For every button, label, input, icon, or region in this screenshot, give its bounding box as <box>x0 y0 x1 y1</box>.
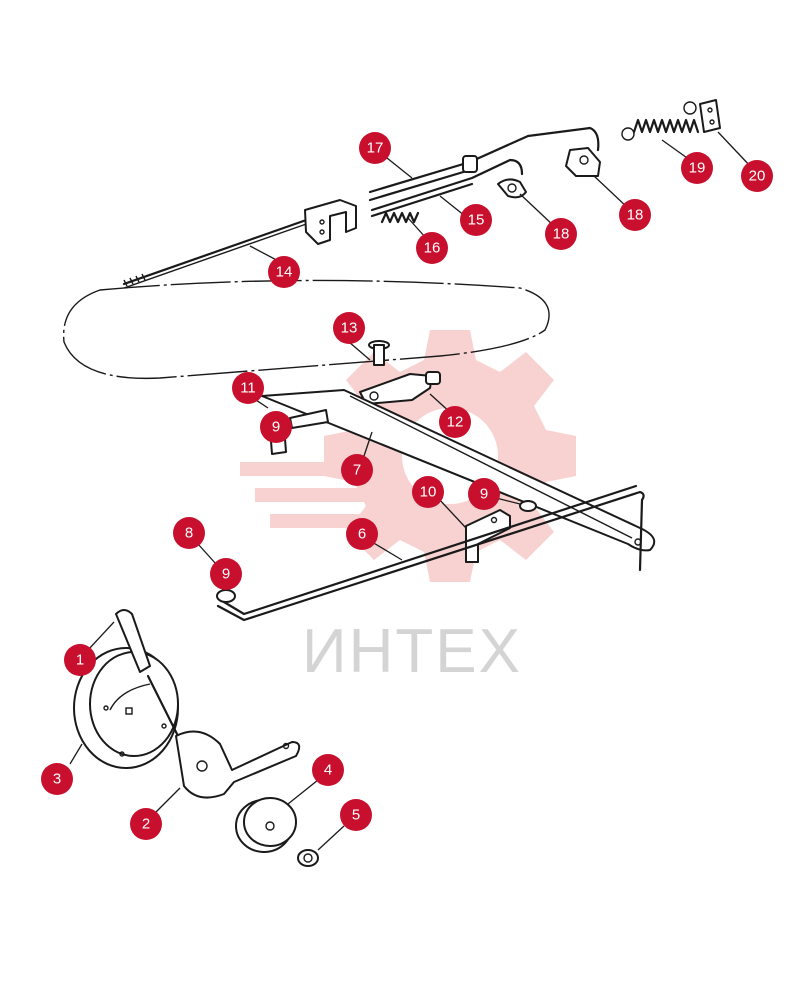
svg-text:20: 20 <box>749 168 766 185</box>
svg-text:14: 14 <box>276 264 293 281</box>
svg-text:19: 19 <box>689 160 706 177</box>
part-10-bracket <box>465 509 511 563</box>
part-19-tension-spring <box>621 101 700 141</box>
cover-outline <box>62 279 550 380</box>
callout-12: 12 <box>439 406 471 438</box>
callout-9-a: 9 <box>260 411 292 443</box>
callout-11: 11 <box>232 372 264 404</box>
callout-5: 5 <box>340 799 372 831</box>
svg-text:5: 5 <box>352 807 360 824</box>
part-6-rod <box>216 484 645 622</box>
watermark-text: ИНТЕХ <box>302 617 522 686</box>
callout-13: 13 <box>333 312 365 344</box>
part-2-lever-arm <box>175 730 301 799</box>
part-13-pin <box>368 340 390 366</box>
leader-lines <box>69 131 753 851</box>
callout-17: 17 <box>359 132 391 164</box>
callout-9-c: 9 <box>210 558 242 590</box>
part-5-nut <box>297 849 319 867</box>
part-20-plate <box>699 99 721 133</box>
part-18-bracket <box>565 147 601 177</box>
svg-text:11: 11 <box>240 380 256 397</box>
part-15-17-rods <box>368 126 600 218</box>
svg-text:1: 1 <box>76 652 84 669</box>
callout-9-b: 9 <box>468 478 500 510</box>
callout-19: 19 <box>681 152 713 184</box>
svg-text:9: 9 <box>480 486 488 503</box>
callout-7: 7 <box>341 454 373 486</box>
part-4-round-plate <box>235 797 297 853</box>
callout-14: 14 <box>268 256 300 288</box>
svg-text:13: 13 <box>341 320 358 337</box>
callout-1: 1 <box>64 644 96 676</box>
callout-3: 3 <box>41 763 73 795</box>
part-14-rod-bracket <box>122 199 357 289</box>
svg-text:10: 10 <box>420 484 437 501</box>
svg-text:15: 15 <box>468 212 485 229</box>
svg-text:16: 16 <box>424 240 441 257</box>
callout-4: 4 <box>312 754 344 786</box>
svg-text:18: 18 <box>553 226 570 243</box>
callout-10: 10 <box>412 476 444 508</box>
svg-text:12: 12 <box>447 414 464 431</box>
callout-16: 16 <box>416 232 448 264</box>
callout-6: 6 <box>346 518 378 550</box>
svg-text:9: 9 <box>272 419 280 436</box>
svg-text:3: 3 <box>53 771 61 788</box>
callout-15: 15 <box>460 204 492 236</box>
svg-text:6: 6 <box>358 526 366 543</box>
part-9-washer-2 <box>216 589 236 603</box>
svg-text:2: 2 <box>142 816 150 833</box>
svg-text:9: 9 <box>222 566 230 583</box>
svg-text:18: 18 <box>627 207 644 224</box>
callout-8: 8 <box>173 517 205 549</box>
part-7-lever <box>261 389 656 552</box>
svg-text:7: 7 <box>353 462 361 479</box>
callout-2: 2 <box>130 808 162 840</box>
svg-text:8: 8 <box>185 525 193 542</box>
part-16-spring <box>380 211 420 224</box>
callout-18-b: 18 <box>619 199 651 231</box>
part-9-washer <box>519 500 537 512</box>
svg-text:17: 17 <box>367 140 384 157</box>
part-1-handle <box>115 609 180 738</box>
part-18-clip <box>497 178 527 199</box>
callout-18-a: 18 <box>545 218 577 250</box>
part-3-disk <box>73 647 179 769</box>
svg-text:4: 4 <box>324 762 332 779</box>
callout-20: 20 <box>741 160 773 192</box>
